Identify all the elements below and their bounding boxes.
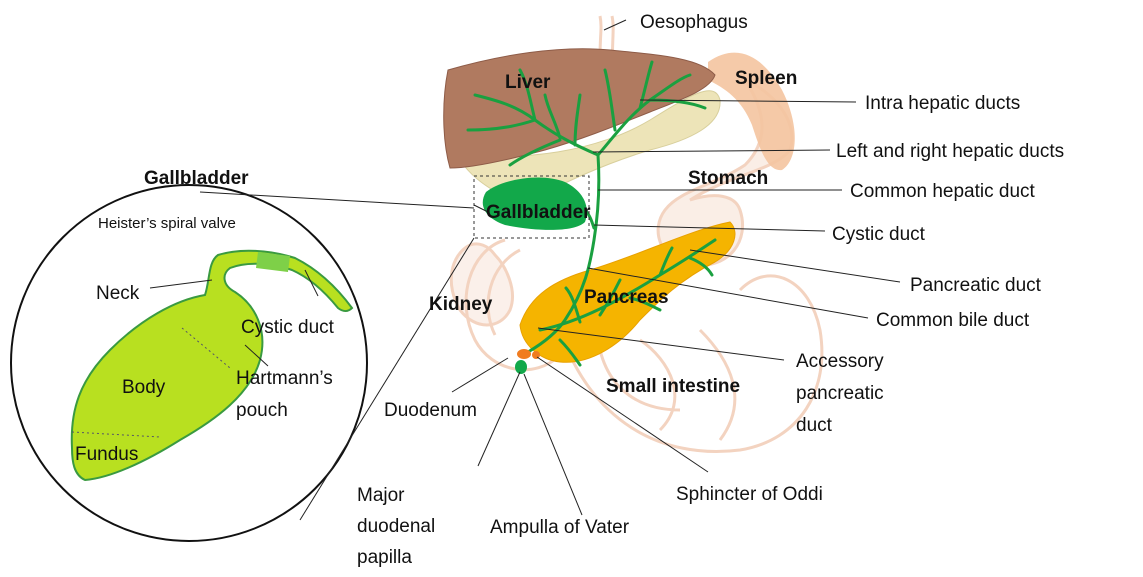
label-spleen: Spleen: [735, 68, 797, 89]
label-common-hepatic-duct: Common hepatic duct: [850, 181, 1036, 202]
label-inset-cystic-duct: Cystic duct: [241, 317, 335, 338]
label-major-duodenal-papilla-1: Major: [357, 485, 405, 506]
label-fundus: Fundus: [75, 444, 138, 465]
label-body: Body: [122, 377, 166, 398]
label-oesophagus: Oesophagus: [640, 12, 748, 33]
label-duodenum: Duodenum: [384, 400, 477, 421]
label-hartmanns-pouch-2: pouch: [236, 400, 288, 421]
label-common-bile-duct: Common bile duct: [876, 310, 1030, 331]
label-ampulla-of-vater: Ampulla of Vater: [490, 517, 630, 538]
label-accessory-pancreatic-duct-1: Accessory: [796, 351, 884, 372]
label-major-duodenal-papilla-3: papilla: [357, 547, 412, 568]
sphincter-marker: [517, 349, 531, 359]
label-accessory-pancreatic-duct-2: pancreatic: [796, 383, 884, 404]
label-pancreas: Pancreas: [584, 287, 669, 308]
ampulla-marker: [515, 360, 527, 374]
label-accessory-pancreatic-duct-3: duct: [796, 415, 833, 436]
label-pancreatic-duct: Pancreatic duct: [910, 275, 1042, 296]
label-cystic-duct: Cystic duct: [832, 224, 926, 245]
label-heisters-spiral-valve: Heister’s spiral valve: [98, 215, 236, 232]
label-hartmanns-pouch-1: Hartmann’s: [236, 368, 333, 389]
label-gallbladder: Gallbladder: [486, 202, 591, 223]
label-left-right-hepatic-ducts: Left and right hepatic ducts: [836, 141, 1064, 162]
label-stomach: Stomach: [688, 168, 768, 189]
label-gallbladder-heading: Gallbladder: [144, 168, 249, 189]
label-liver: Liver: [505, 72, 551, 93]
label-kidney: Kidney: [429, 294, 493, 315]
label-neck: Neck: [96, 283, 140, 304]
label-major-duodenal-papilla-2: duodenal: [357, 516, 435, 537]
label-intra-hepatic-ducts: Intra hepatic ducts: [865, 93, 1020, 114]
label-small-intestine: Small intestine: [606, 376, 740, 397]
label-sphincter-of-oddi: Sphincter of Oddi: [676, 484, 823, 505]
